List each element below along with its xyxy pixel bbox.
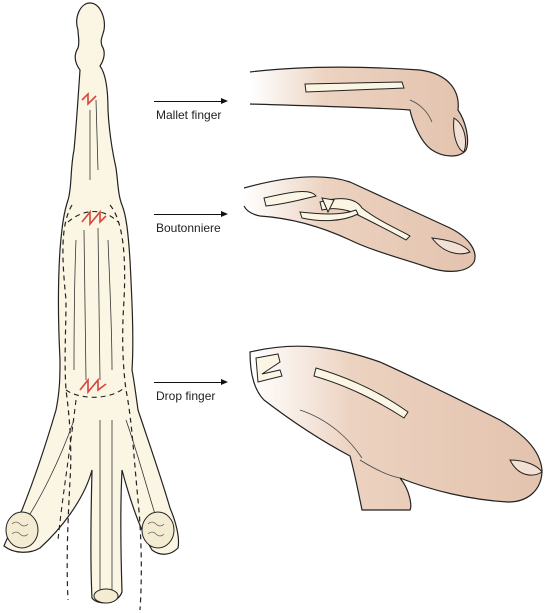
drop-nail bbox=[509, 459, 543, 476]
drop-finger-arrow bbox=[154, 379, 228, 385]
tendon-cut-end-right bbox=[141, 511, 175, 549]
tendon-cut-end-center bbox=[93, 588, 119, 604]
rupture-mark-middle bbox=[81, 209, 107, 227]
mallet-finger-skin bbox=[249, 66, 469, 157]
extensor-tendon-outline bbox=[3, 2, 180, 604]
drop-finger-label: Drop finger bbox=[156, 389, 216, 403]
mallet-nail bbox=[453, 117, 467, 153]
boutonniere-tendons bbox=[263, 191, 411, 241]
drop-tendon-stub bbox=[255, 353, 283, 383]
drop-tendon bbox=[313, 367, 409, 419]
joint-capsule-dashed bbox=[57, 210, 125, 541]
extensor-tendon-diagram bbox=[3, 2, 180, 611]
rupture-mark-proximal bbox=[79, 377, 107, 395]
boutonniere-illustration bbox=[243, 176, 476, 272]
mallet-arrow bbox=[154, 98, 228, 104]
drop-finger-skin bbox=[249, 345, 543, 511]
boutonniere-finger-skin bbox=[243, 176, 476, 272]
finger-outline-dashed bbox=[62, 204, 142, 611]
mallet-finger-label: Mallet finger bbox=[156, 108, 222, 122]
drop-finger-illustration bbox=[249, 345, 543, 511]
mallet-finger-illustration bbox=[249, 66, 469, 157]
boutonniere-nail bbox=[430, 237, 471, 255]
boutonniere-label: Boutonniere bbox=[156, 221, 221, 235]
tendon-cut-end-left bbox=[5, 511, 39, 549]
boutonniere-arrow bbox=[154, 211, 228, 217]
rupture-mark-distal bbox=[81, 92, 97, 106]
mallet-tendon bbox=[304, 81, 405, 93]
